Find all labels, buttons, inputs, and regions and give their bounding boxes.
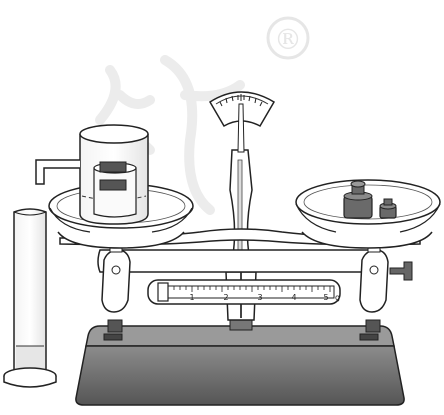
scale-label-1: 1 xyxy=(189,293,194,302)
inner-sample-block-upper xyxy=(100,162,126,172)
scale-label-5: 5 xyxy=(323,293,328,302)
inner-sample-block-lower xyxy=(100,180,126,190)
scale-label-3: 3 xyxy=(257,293,262,302)
balance-base xyxy=(76,318,404,405)
scale-label-2: 2 xyxy=(223,293,228,302)
rider-scale: 1 2 3 4 5 g xyxy=(148,280,340,304)
pointer-dial xyxy=(210,92,274,152)
graduated-cylinder xyxy=(4,209,56,387)
registered-mark: ® xyxy=(274,23,302,56)
balance-adjust-nut xyxy=(390,262,412,280)
rider xyxy=(158,283,168,301)
collected-liquid xyxy=(16,346,44,368)
scale-label-4: 4 xyxy=(291,293,296,302)
overflow-spout xyxy=(36,160,80,184)
inner-container xyxy=(94,162,136,217)
scale-unit: g xyxy=(335,293,340,302)
